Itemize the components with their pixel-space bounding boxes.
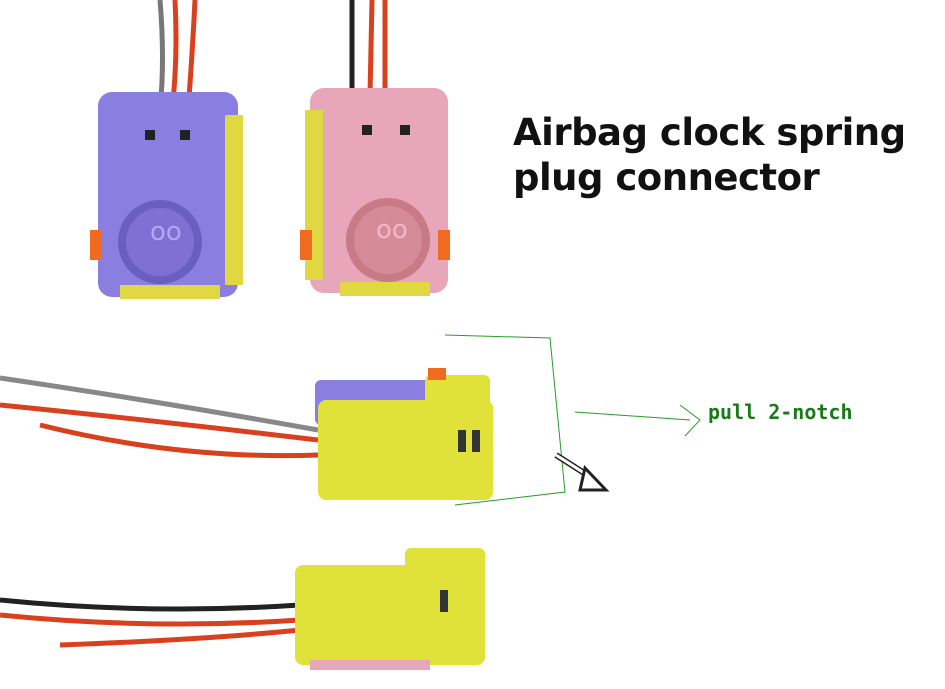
svg-text:oo: oo (150, 217, 182, 247)
svg-text:oo: oo (376, 215, 408, 245)
side-connector-bottom (0, 548, 485, 670)
pull-annotation-label: pull 2-notch (708, 400, 853, 424)
image-title: Airbag clock spring plug connector (513, 110, 906, 200)
side-connector-mid (0, 368, 493, 500)
purple-connector: oo (90, 92, 243, 299)
title-line-1: Airbag clock spring (513, 111, 906, 154)
pink-connector: oo (300, 88, 450, 296)
annotation-bracket (444, 334, 701, 506)
arrow-icon (554, 452, 610, 492)
title-line-2: plug connector (513, 156, 820, 199)
wires-top-right (349, 0, 388, 96)
